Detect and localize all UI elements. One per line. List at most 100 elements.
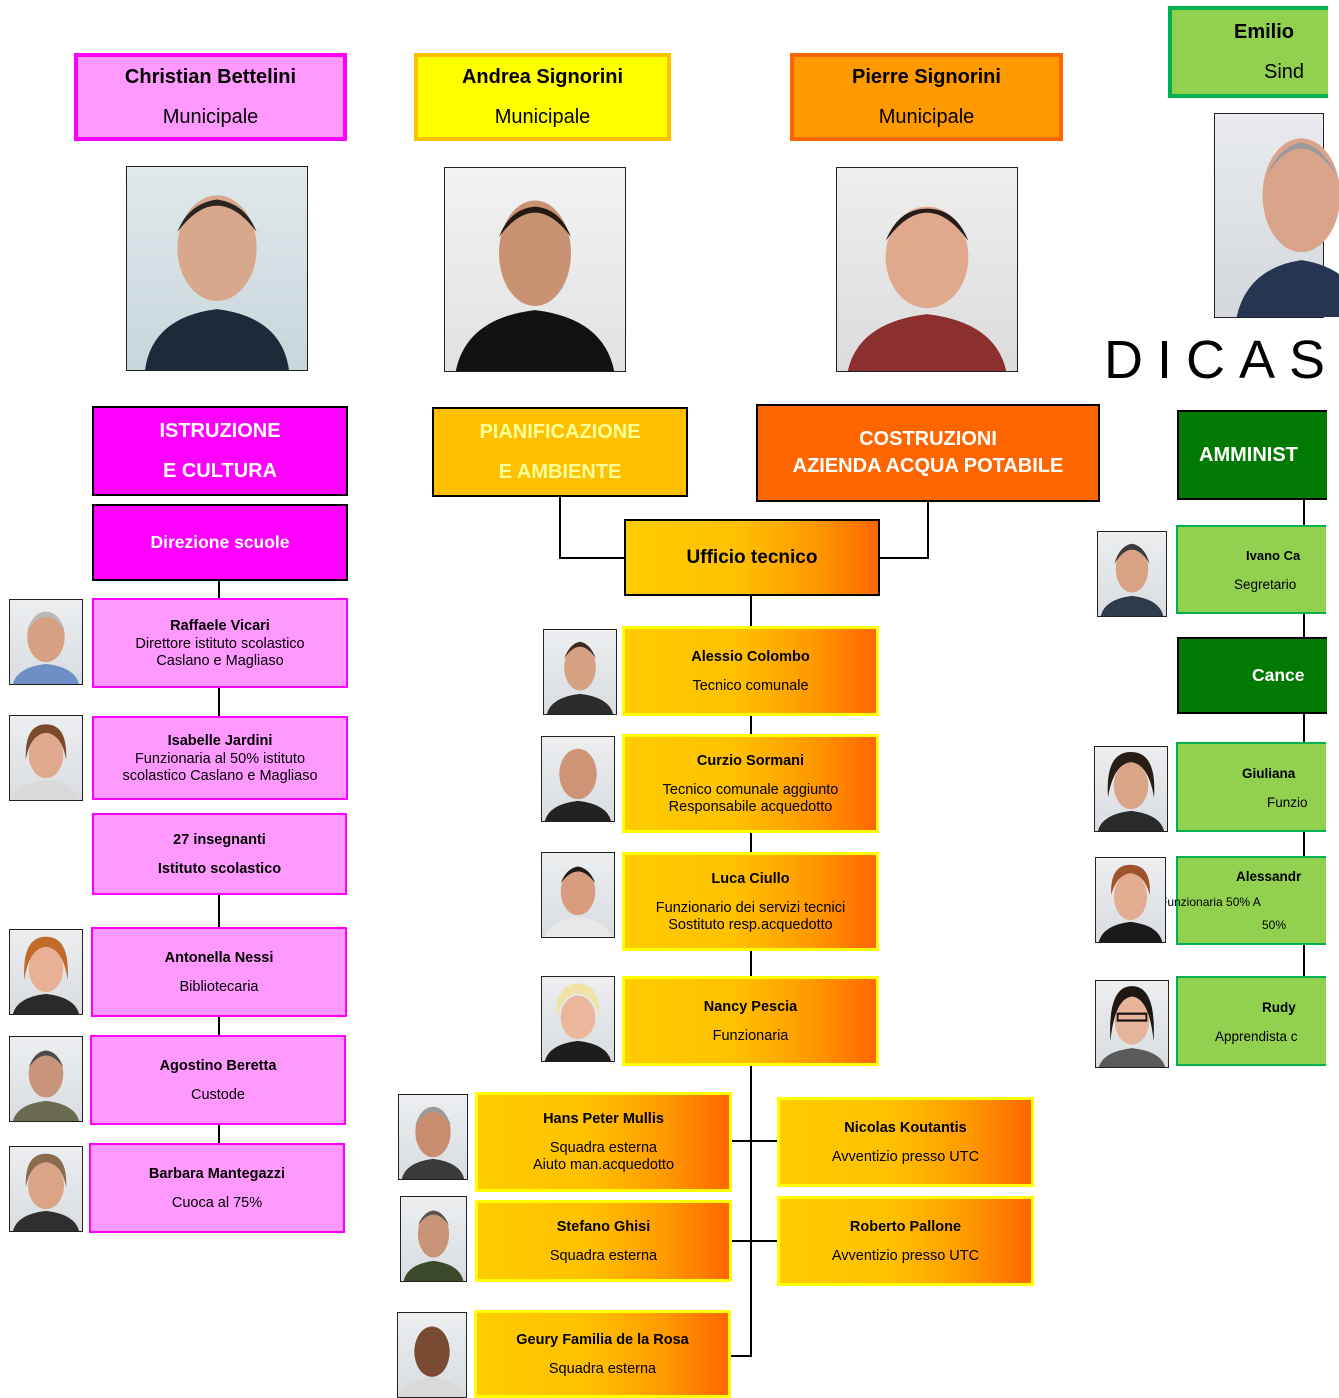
staff-card-antonella-nessi: Antonella Nessi Bibliotecaria bbox=[91, 927, 347, 1017]
staff-role: Funzionaria bbox=[712, 1027, 789, 1044]
connector bbox=[730, 1140, 778, 1142]
portrait-photo bbox=[541, 852, 615, 938]
connector bbox=[218, 688, 220, 716]
staff-card-nancy-pescia: Nancy Pescia Funzionaria bbox=[622, 976, 879, 1066]
staff-name: Isabelle Jardini bbox=[167, 732, 273, 749]
staff-role: Tecnico comunale bbox=[692, 677, 809, 694]
portrait-photo bbox=[9, 1036, 83, 1122]
staff-card-alessio-colombo: Alessio Colombo Tecnico comunale bbox=[622, 626, 879, 716]
staff-role: Cuoca al 75% bbox=[171, 1194, 263, 1211]
staff-name: Nicolas Koutantis bbox=[844, 1119, 967, 1136]
portrait-photo bbox=[444, 167, 626, 372]
portrait-photo bbox=[397, 1312, 467, 1398]
portrait-photo bbox=[541, 976, 615, 1062]
staff-role: Aiuto man.acquedotto bbox=[532, 1157, 675, 1173]
staff-name: Curzio Sormani bbox=[696, 752, 805, 769]
staff-role: Avventizio presso UTC bbox=[831, 1247, 980, 1264]
staff-role: Tecnico comunale aggiunto bbox=[662, 781, 839, 798]
connector bbox=[750, 833, 752, 853]
staff-name: Luca Ciullo bbox=[711, 870, 790, 887]
staff-name: Barbara Mantegazzi bbox=[148, 1165, 286, 1182]
portrait-photo bbox=[398, 1094, 468, 1180]
portrait-photo bbox=[9, 929, 83, 1015]
municipal-role: Municipale bbox=[878, 106, 975, 128]
portrait-photo bbox=[1094, 746, 1168, 832]
staff-card-hans-peter-mullis: Hans Peter Mullis Squadra esterna Aiuto … bbox=[475, 1092, 732, 1192]
cancelleria-title: Cance bbox=[1252, 665, 1305, 685]
connector bbox=[750, 950, 752, 978]
staff-name: Stefano Ghisi bbox=[556, 1218, 651, 1235]
municipal-header-pierre-signorini: Pierre Signorini Municipale bbox=[790, 53, 1063, 141]
department-amministrazione: AMMINIST bbox=[1177, 410, 1327, 500]
municipal-header-andrea-signorini: Andrea Signorini Municipale bbox=[414, 53, 671, 141]
connector bbox=[1303, 944, 1305, 976]
staff-role: Squadra esterna bbox=[549, 1140, 658, 1156]
staff-name: Nancy Pescia bbox=[703, 998, 798, 1015]
staff-card-isabelle-jardini: Isabelle Jardini Funzionaria al 50% isti… bbox=[92, 716, 348, 800]
connector bbox=[877, 557, 929, 559]
staff-name: Rudy bbox=[1262, 999, 1296, 1015]
staff-name: Roberto Pallone bbox=[849, 1218, 962, 1235]
portrait-photo bbox=[9, 1146, 83, 1232]
direzione-scuole-box: Direzione scuole bbox=[92, 504, 348, 581]
municipal-header-bettelini: Christian Bettelini Municipale bbox=[74, 53, 347, 141]
department-title-line: E AMBIENTE bbox=[498, 461, 622, 483]
portrait-photo bbox=[9, 715, 83, 801]
portrait-photo bbox=[1097, 531, 1167, 617]
municipal-header-emilio: Emilio Sind bbox=[1168, 6, 1328, 98]
dicastero-heading: DICAS bbox=[1104, 330, 1339, 390]
portrait-photo bbox=[543, 629, 617, 715]
portrait-photo bbox=[9, 599, 83, 685]
municipal-name: Andrea Signorini bbox=[461, 66, 624, 88]
municipal-role: Municipale bbox=[494, 106, 591, 128]
staff-name: Geury Familia de la Rosa bbox=[516, 1331, 689, 1348]
connector bbox=[1303, 613, 1305, 638]
portrait-photo bbox=[836, 167, 1018, 372]
staff-card-barbara-mantegazzi: Barbara Mantegazzi Cuoca al 75% bbox=[89, 1143, 345, 1233]
staff-card-giuliana: Giuliana Funzio bbox=[1176, 742, 1326, 832]
connector bbox=[750, 716, 752, 735]
staff-name: Hans Peter Mullis bbox=[543, 1111, 664, 1127]
direzione-scuole-title: Direzione scuole bbox=[150, 532, 290, 552]
connector bbox=[750, 1065, 752, 1356]
org-chart: Christian Bettelini Municipale Andrea Si… bbox=[9, 6, 1339, 1398]
department-costruzioni-azienda-acqua-potabile: COSTRUZIONI AZIENDA ACQUA POTABILE bbox=[756, 404, 1100, 502]
staff-card-27-insegnanti: 27 insegnanti Istituto scolastico bbox=[92, 813, 347, 895]
staff-role: Custode bbox=[190, 1086, 245, 1103]
staff-role: Apprendista c bbox=[1215, 1028, 1298, 1044]
cancelleria-box: Cance bbox=[1177, 637, 1327, 714]
connector bbox=[559, 497, 561, 558]
staff-role: Direttore istituto scolastico bbox=[135, 635, 305, 652]
portrait-photo bbox=[1095, 857, 1166, 943]
staff-name: 27 insegnanti bbox=[173, 831, 266, 848]
staff-card-raffaele-vicari: Raffaele Vicari Direttore istituto scola… bbox=[92, 598, 348, 688]
department-pianificazione-e-ambiente: PIANIFICAZIONE E AMBIENTE bbox=[432, 407, 688, 497]
staff-role: Funzionaria 50% A bbox=[1160, 895, 1261, 909]
department-istruzione-e-cultura: ISTRUZIONE E CULTURA bbox=[92, 406, 348, 496]
staff-role: Sostituto resp.acquedotto bbox=[668, 916, 833, 933]
connector bbox=[218, 894, 220, 928]
staff-role: Segretario bbox=[1234, 577, 1297, 592]
staff-card-geury-familia-de-la-rosa: Geury Familia de la Rosa Squadra esterna bbox=[474, 1310, 731, 1398]
connector bbox=[730, 1240, 778, 1242]
ufficio-tecnico-title: Ufficio tecnico bbox=[686, 546, 818, 568]
staff-card-stefano-ghisi: Stefano Ghisi Squadra esterna bbox=[475, 1200, 732, 1282]
department-title-line: AMMINIST bbox=[1199, 444, 1298, 466]
staff-card-nicolas-koutantis: Nicolas Koutantis Avventizio presso UTC bbox=[777, 1097, 1034, 1187]
staff-role: Istituto scolastico bbox=[157, 860, 282, 877]
connector bbox=[1303, 714, 1305, 744]
connector bbox=[218, 1017, 220, 1036]
ufficio-tecnico-box: Ufficio tecnico bbox=[624, 519, 880, 596]
staff-role: Squadra esterna bbox=[548, 1360, 657, 1377]
staff-card-luca-ciullo: Luca Ciullo Funzionario dei servizi tecn… bbox=[622, 852, 879, 951]
department-title-line: ISTRUZIONE bbox=[159, 420, 281, 442]
connector bbox=[1303, 498, 1305, 526]
connector bbox=[218, 580, 220, 598]
portrait-photo bbox=[1095, 980, 1169, 1068]
department-title-line: PIANIFICAZIONE bbox=[479, 421, 641, 443]
staff-name: Alessio Colombo bbox=[691, 648, 810, 665]
portrait-photo bbox=[1214, 113, 1339, 318]
portrait-photo bbox=[541, 736, 615, 822]
connector bbox=[559, 557, 625, 559]
staff-role: Bibliotecaria bbox=[179, 978, 259, 995]
